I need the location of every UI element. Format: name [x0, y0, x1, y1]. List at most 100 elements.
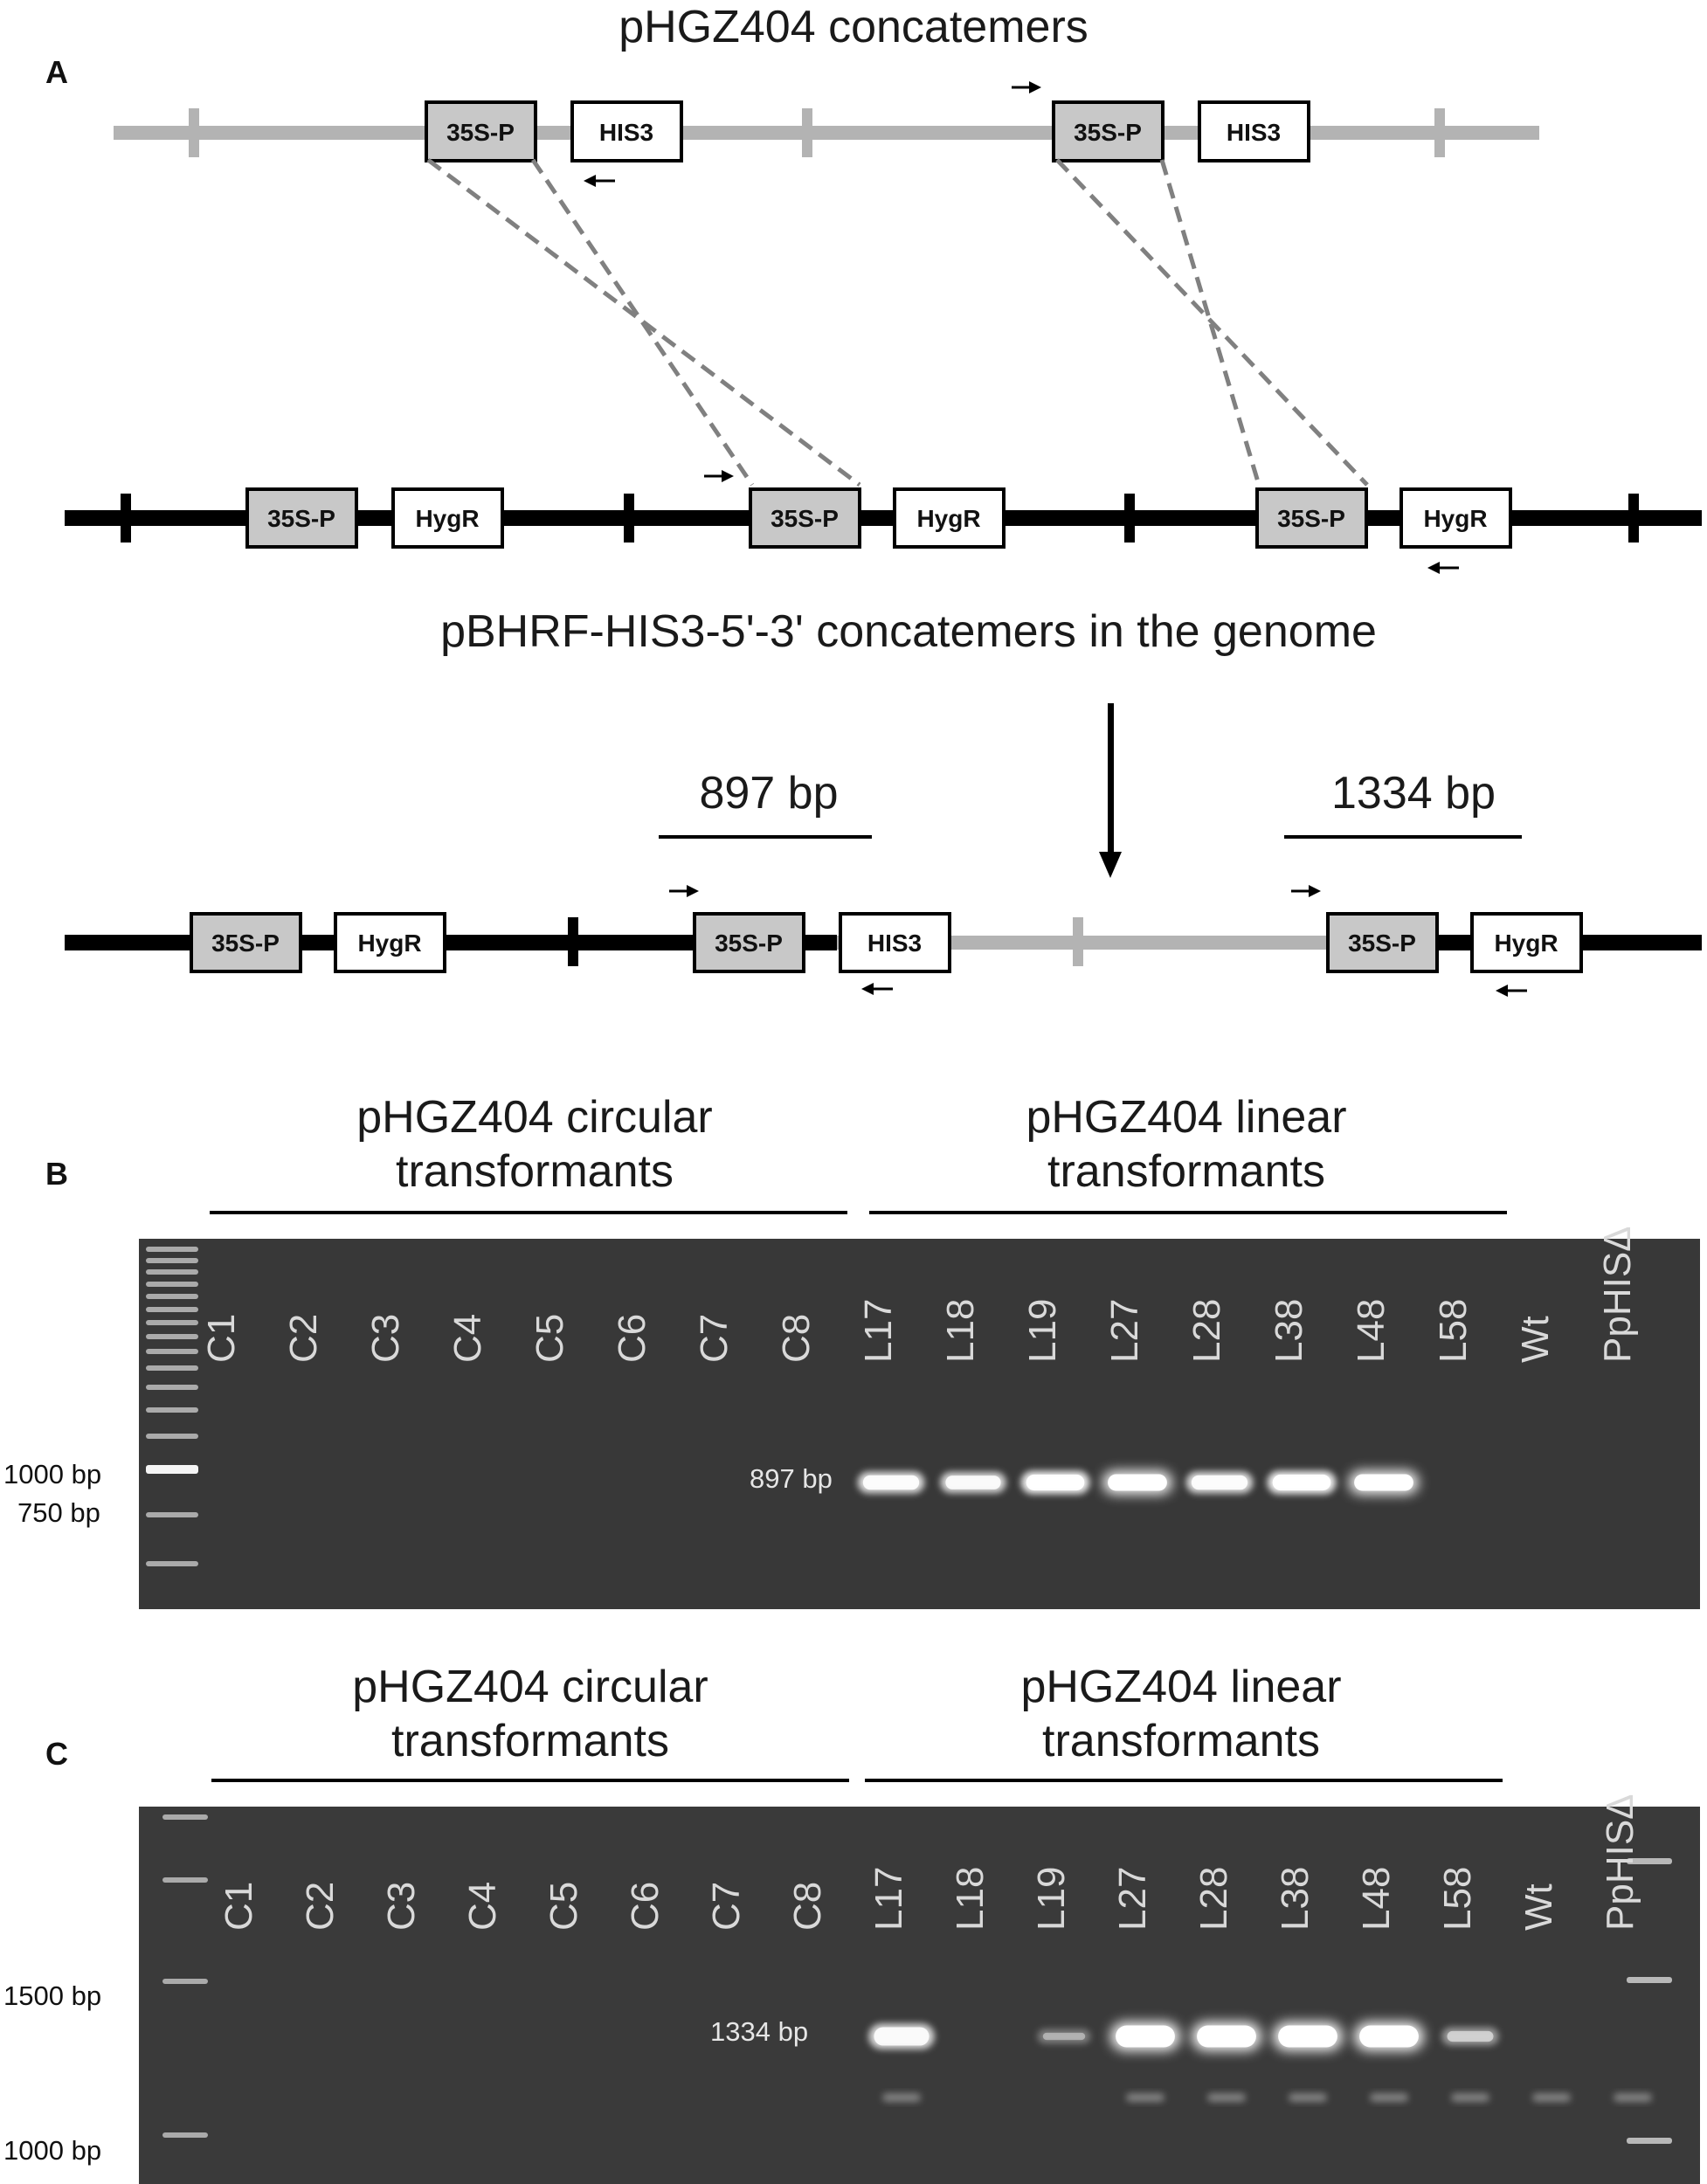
svg-text:HygR: HygR — [1423, 505, 1487, 532]
svg-text:1334 bp: 1334 bp — [1331, 768, 1496, 819]
gel-band — [1349, 1470, 1419, 1495]
his3-box: HIS3 — [1198, 100, 1310, 162]
ladder-band — [146, 1434, 198, 1439]
lane-label: Wt — [1514, 1316, 1557, 1363]
promoter-box: 35S-P — [1255, 487, 1368, 549]
ladder-band — [146, 1269, 198, 1275]
gel-image-b — [139, 1239, 1700, 1609]
lane-label: C5 — [543, 1882, 585, 1931]
lane-label: Wt — [1517, 1883, 1560, 1931]
group-label-circular-line2: transformants — [396, 1146, 674, 1197]
hygr-box: HygR — [893, 487, 1006, 549]
his3-box: HIS3 — [570, 100, 683, 162]
ladder-band — [1627, 2138, 1672, 2144]
svg-text:35S-P: 35S-P — [446, 119, 515, 146]
faint-band — [882, 2093, 921, 2102]
promoter-box: 35S-P — [425, 100, 537, 162]
lane-label: C6 — [624, 1882, 667, 1931]
lane-label: C5 — [529, 1314, 571, 1363]
recombination-lines — [426, 158, 1369, 487]
lane-label: L38 — [1274, 1867, 1317, 1931]
svg-text:35S-P: 35S-P — [267, 505, 335, 532]
faint-band — [1451, 2093, 1489, 2102]
panel-c-letter: C — [45, 1736, 68, 1772]
gel-band — [1441, 2027, 1499, 2046]
group-bracket-circular — [211, 1779, 849, 1782]
gel-band — [1102, 1470, 1172, 1495]
lane-label: L48 — [1350, 1299, 1393, 1363]
hygr-box: HygR — [391, 487, 504, 549]
ladder-band — [146, 1334, 198, 1339]
lane-label: L18 — [949, 1867, 992, 1931]
lane-label: C6 — [611, 1314, 653, 1363]
gel-band — [868, 2023, 935, 2049]
lane-label: L48 — [1355, 1867, 1398, 1931]
ladder-band — [146, 1561, 198, 1566]
ladder-band — [162, 1979, 208, 1984]
faint-band — [1289, 2093, 1327, 2102]
down-arrow-icon — [1099, 703, 1122, 878]
promoter-box: 35S-P — [1052, 100, 1164, 162]
lane-label: PpHISΔ — [1596, 1226, 1639, 1363]
faint-band — [1532, 2093, 1571, 2102]
hygr-box: HygR — [334, 912, 446, 973]
lane-label: C1 — [200, 1314, 243, 1363]
svg-text:897 bp: 897 bp — [699, 768, 838, 819]
ladder-band — [146, 1349, 198, 1354]
ladder-label-1500: 1500 bp — [3, 1980, 101, 2011]
primer-arrow-icon — [1427, 562, 1459, 574]
faint-band — [1614, 2093, 1652, 2102]
gel-band — [1273, 2022, 1343, 2051]
gel-band — [940, 1472, 1006, 1493]
lane-label: C2 — [299, 1882, 342, 1931]
panel-b: B pHGZ404 circular transformants pHGZ404… — [3, 1092, 1700, 1609]
phgz404-concatemer-track: 35S-P HIS3 35S-P HIS3 — [114, 81, 1539, 187]
hygr-box: HygR — [1470, 912, 1583, 973]
ladder-band — [146, 1512, 198, 1517]
middle-title: pBHRF-HIS3-5'-3' concatemers in the geno… — [440, 606, 1377, 657]
promoter-box: 35S-P — [693, 912, 805, 973]
svg-text:35S-P: 35S-P — [211, 930, 280, 957]
promoter-box: 35S-P — [749, 487, 861, 549]
primer-arrow-icon — [704, 470, 734, 482]
ladder-band — [146, 1247, 198, 1252]
group-label-linear-line2: transformants — [1047, 1146, 1325, 1197]
gel-image-c — [139, 1807, 1700, 2184]
ladder-band — [146, 1294, 198, 1299]
size-annotation-1334: 1334 bp — [1284, 768, 1522, 839]
ladder-band — [1627, 1858, 1672, 1864]
faint-band — [1370, 2093, 1408, 2102]
lane-label: L18 — [939, 1299, 982, 1363]
lane-label: C3 — [380, 1882, 423, 1931]
top-title: pHGZ404 concatemers — [619, 2, 1088, 52]
ladder-band — [146, 1258, 198, 1263]
lane-label: C7 — [693, 1314, 736, 1363]
ladder-band — [146, 1407, 198, 1413]
group-label-linear-line1: pHGZ404 linear — [1026, 1092, 1346, 1143]
panel-c: C pHGZ404 circular transformants pHGZ404… — [3, 1662, 1700, 2184]
ladder-band — [146, 1385, 198, 1390]
faint-band — [1126, 2093, 1164, 2102]
group-label-circular-line2: transformants — [391, 1716, 669, 1766]
svg-text:35S-P: 35S-P — [715, 930, 783, 957]
primer-arrow-icon — [1291, 885, 1321, 897]
group-label-circular-line1: pHGZ404 circular — [352, 1662, 708, 1712]
svg-text:HIS3: HIS3 — [1227, 119, 1281, 146]
svg-text:HIS3: HIS3 — [599, 119, 653, 146]
ladder-label-1000: 1000 bp — [3, 1459, 101, 1489]
svg-text:HygR: HygR — [916, 505, 980, 532]
panel-b-letter: B — [45, 1156, 68, 1192]
lane-label: L19 — [1030, 1867, 1073, 1931]
promoter-box: 35S-P — [190, 912, 302, 973]
lane-label: L28 — [1185, 1299, 1228, 1363]
gel-band — [1354, 2022, 1424, 2051]
his3-box: HIS3 — [839, 912, 951, 973]
size-annotation-897: 897 bp — [659, 768, 872, 839]
lane-label: PpHISΔ — [1599, 1794, 1641, 1931]
primer-arrow-icon — [1012, 81, 1041, 93]
lane-label: C4 — [461, 1882, 504, 1931]
svg-text:35S-P: 35S-P — [1074, 119, 1142, 146]
band-size-label: 897 bp — [750, 1463, 833, 1494]
